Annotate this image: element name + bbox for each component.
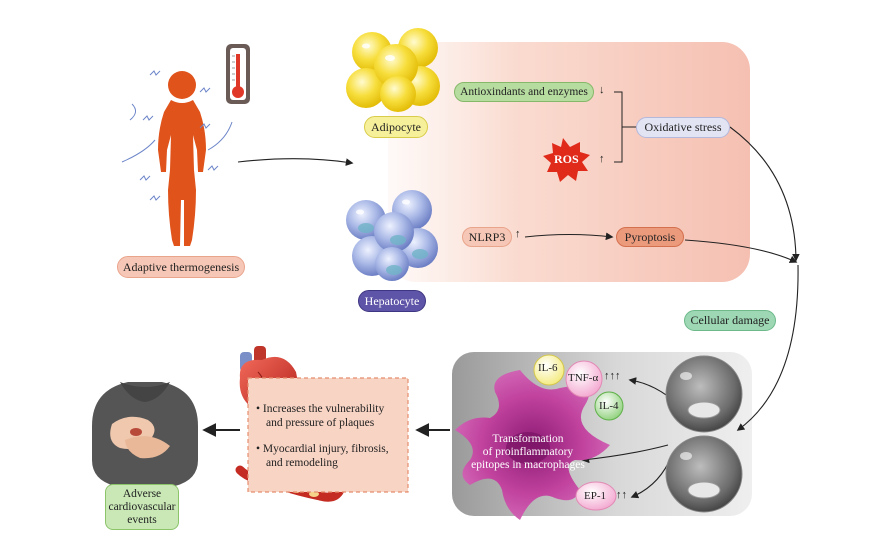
ros-label: ROS	[554, 152, 579, 166]
adverse-events-label: Adverse cardiovascular events	[105, 484, 179, 530]
effects-item1-line2: and pressure of plaques	[266, 417, 375, 429]
il4-ball	[594, 391, 624, 421]
antioxidants-down-arrow: ↓	[599, 84, 605, 96]
tnf-label: TNF-α	[568, 372, 599, 384]
ep1-ball	[575, 481, 617, 511]
adipocyte-label: Adipocyte	[364, 116, 428, 138]
effects-box	[247, 377, 409, 493]
macrophage-text: Transformation of proinflammatory epitop…	[458, 433, 598, 472]
macrophage-text-line2: of proinflammatory	[482, 446, 574, 458]
effects-text: • Increases the vulnerability and pressu…	[256, 402, 406, 470]
antioxidants-label: Antioxindants and enzymes	[454, 82, 594, 102]
effects-item1-line1: • Increases the vulnerability	[256, 403, 385, 415]
thermometer-icon	[226, 44, 250, 104]
human-body-icon	[121, 70, 233, 246]
adverse-events-line1: Adverse	[122, 487, 162, 500]
hepatocyte-cluster-icon	[346, 190, 438, 281]
effects-item2-line2: and remodeling	[266, 457, 338, 469]
damaged-cell-bottom-icon	[665, 435, 743, 513]
tnf-up-arrows: ↑↑↑	[604, 370, 621, 382]
adverse-events-line2: cardiovascular	[108, 500, 176, 513]
il6-ball	[533, 354, 565, 386]
nlrp3-label: NLRP3	[462, 227, 512, 247]
il6-label: IL-6	[538, 362, 558, 374]
adverse-events-line3: events	[127, 513, 157, 526]
ep1-label: EP-1	[584, 490, 606, 502]
cellular-damage-label: Cellular damage	[684, 310, 776, 331]
damaged-cell-top-icon	[665, 355, 743, 433]
tnf-ball	[565, 360, 603, 398]
flow-arrows	[237, 126, 800, 499]
nlrp3-up-arrow: ↑	[515, 228, 521, 240]
chest-pain-figure-icon	[92, 382, 198, 486]
il4-label: IL-4	[599, 400, 619, 412]
ros-starburst-icon	[543, 138, 590, 182]
ep1-up-arrows: ↑↑	[616, 489, 627, 501]
pyroptosis-label: Pyroptosis	[616, 227, 684, 247]
effects-item2-line1: • Myocardial injury, fibrosis,	[256, 443, 389, 455]
adipocyte-cluster-icon	[346, 28, 440, 112]
adaptive-thermogenesis-label: Adaptive thermogenesis	[117, 256, 245, 278]
hepatocyte-label: Hepatocyte	[358, 290, 426, 312]
macrophage-text-line3: epitopes in macrophages	[471, 459, 585, 471]
bracket-lines	[614, 91, 636, 163]
oxidative-stress-label: Oxidative stress	[636, 117, 730, 138]
ros-up-arrow: ↑	[599, 153, 605, 165]
macrophage-text-line1: Transformation	[492, 433, 564, 445]
macrophage-icon	[455, 370, 610, 520]
